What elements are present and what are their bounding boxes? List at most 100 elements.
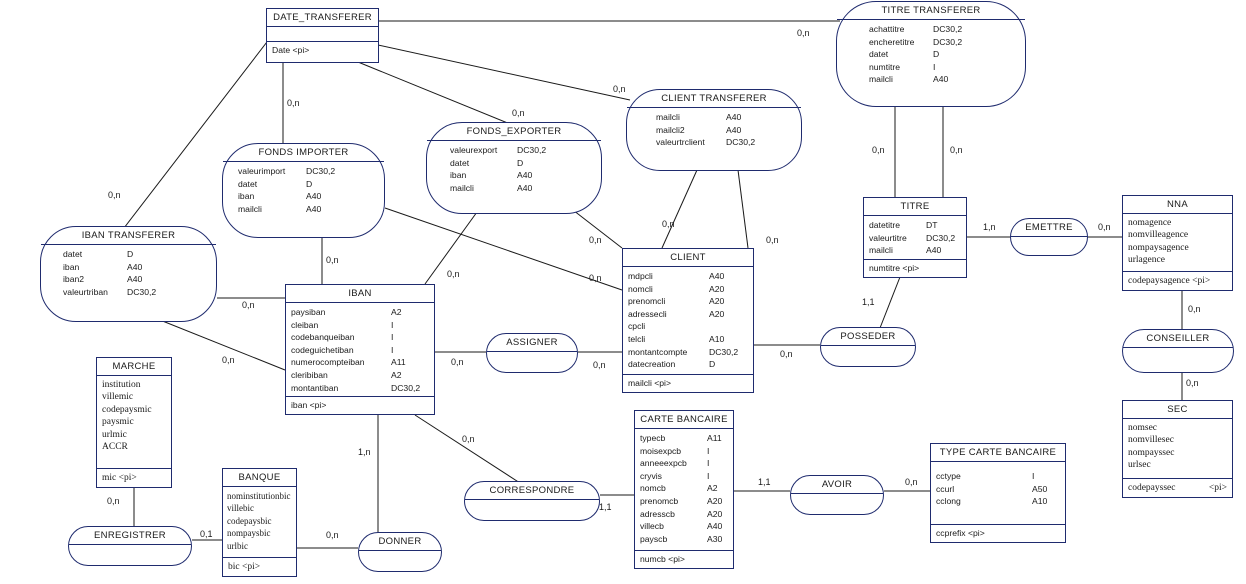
attribute-row: urlbic — [227, 540, 248, 551]
attribute-row: urlsec — [1128, 460, 1151, 471]
entity-name: CARTE BANCAIRE — [635, 411, 733, 429]
entity-key: codepaysagence <pi> — [1123, 270, 1232, 290]
association-assigner[interactable]: ASSIGNER — [486, 333, 578, 373]
association-correspondre[interactable]: CORRESPONDRE — [464, 481, 600, 521]
entity-key: ccprefix <pi> — [931, 524, 1065, 542]
entity-key: numcb <pi> — [635, 550, 733, 568]
entity-key: mic <pi> — [97, 467, 171, 487]
cardinality-label: 1,1 — [599, 502, 612, 512]
attribute-list: nomsec nomvillesec nompayssec urlsec — [1123, 419, 1232, 475]
association-name: ENREGISTRER — [69, 527, 191, 545]
key-name: codepayssec — [1128, 482, 1176, 493]
association-avoir[interactable]: AVOIR — [790, 475, 884, 515]
entity-key: numtitre <pi> — [864, 259, 966, 277]
entity-name: BANQUE — [223, 469, 296, 487]
attribute-list: nominstitutionbic villebic codepaysbic n… — [223, 487, 296, 555]
association-name: ASSIGNER — [487, 334, 577, 352]
association-conseiller[interactable]: CONSEILLER — [1122, 329, 1234, 373]
attribute-row: nominstitutionbic — [227, 491, 291, 501]
association-enregistrer[interactable]: ENREGISTRER — [68, 526, 192, 566]
association-name: FONDS IMPORTER — [223, 144, 384, 162]
association-name: IBAN TRANSFERER — [41, 227, 216, 245]
cardinality-label: 0,n — [512, 108, 525, 118]
attribute-list: nomagence nomvilleagence nompaysagence u… — [1123, 214, 1232, 270]
attribute-row: urlmic — [102, 429, 127, 440]
entity-name: TYPE CARTE BANCAIRE — [931, 444, 1065, 462]
cardinality-label: 0,n — [1188, 304, 1201, 314]
association-name: CONSEILLER — [1123, 330, 1233, 348]
cardinality-label: 0,n — [1186, 378, 1199, 388]
cardinality-label: 0,n — [108, 190, 121, 200]
line-dt-client-tr — [377, 44, 631, 101]
association-posseder[interactable]: POSSEDER — [820, 327, 916, 367]
entity-key: iban <pi> — [286, 396, 434, 414]
entity-key: mailcli <pi> — [623, 374, 753, 392]
attribute-row: villemic — [102, 392, 134, 403]
entity-banque[interactable]: BANQUE nominstitutionbic villebic codepa… — [222, 468, 297, 577]
cardinality-label: 0,n — [447, 269, 460, 279]
cardinality-label: 0,n — [613, 84, 626, 94]
cardinality-label: 1,n — [983, 222, 996, 232]
attribute-row: institution — [102, 380, 141, 390]
cardinality-label: 0,n — [593, 360, 606, 370]
entity-date-transferer[interactable]: DATE_TRANSFERER Date <pi> — [266, 8, 379, 63]
association-name: DONNER — [359, 533, 441, 551]
line-fonds-imp-client — [384, 207, 623, 291]
attribute-row: paysmic — [102, 417, 134, 428]
association-emettre[interactable]: EMETTRE — [1010, 218, 1088, 256]
cardinality-label: 0,n — [780, 349, 793, 359]
cardinality-label: 0,n — [872, 145, 885, 155]
association-donner[interactable]: DONNER — [358, 532, 442, 572]
attribute-list: institution villemic codepaysmic paysmic… — [97, 376, 171, 456]
entity-name: DATE_TRANSFERER — [267, 9, 378, 27]
entity-name: IBAN — [286, 285, 434, 303]
cardinality-label: 0,n — [950, 145, 963, 155]
line-iban-correspondre — [414, 414, 521, 484]
attribute-row: nompayssec — [1128, 447, 1175, 458]
entity-sec[interactable]: SEC nomsec nomvillesec nompayssec urlsec… — [1122, 400, 1233, 498]
entity-nna[interactable]: NNA nomagence nomvilleagence nompaysagen… — [1122, 195, 1233, 291]
attribute-area — [267, 27, 378, 42]
entity-marche[interactable]: MARCHE institution villemic codepaysmic … — [96, 357, 172, 488]
cardinality-label: 0,n — [326, 530, 339, 540]
association-name: TITRE TRANSFERER — [837, 2, 1025, 20]
cardinality-label: 0,1 — [200, 529, 213, 539]
cardinality-label: 0,n — [797, 28, 810, 38]
association-name: CLIENT TRANSFERER — [627, 90, 801, 108]
attribute-row: nomvilleagence — [1128, 230, 1189, 241]
